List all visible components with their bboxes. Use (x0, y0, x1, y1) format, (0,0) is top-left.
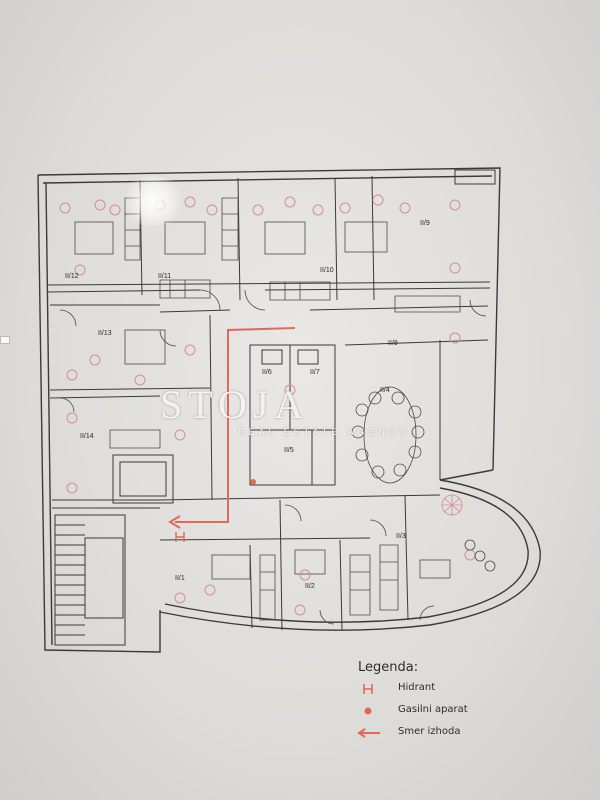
frame-hook (0, 336, 10, 344)
room-label: II/5 (284, 447, 294, 454)
room-label: II/9 (420, 220, 430, 227)
outer-walls (37, 167, 541, 653)
light-glare (118, 176, 188, 226)
room-label: II/2 (305, 583, 315, 590)
room-label: II/11 (158, 273, 171, 280)
legend-title: Legenda: (358, 660, 419, 675)
room-label: II/7 (310, 369, 320, 376)
extinguisher-icon (364, 707, 372, 715)
legend-label: Hidrant (398, 682, 436, 693)
legend-label: Smer izhoda (398, 726, 461, 737)
exit-route (168, 327, 296, 529)
watermark-logo: STOJA (160, 382, 310, 427)
fire-extinguisher-marker (250, 479, 256, 485)
hydrant-marker (175, 532, 185, 542)
plant (441, 494, 463, 516)
watermark-subtitle: REAL ESTATE AGENCY (238, 427, 410, 437)
legend-label: Gasilni aparat (398, 704, 468, 715)
room-label: II/1 (175, 575, 185, 582)
room-label: II/4 (380, 387, 390, 394)
room-label: II/8 (388, 340, 398, 347)
room-label: II/3 (396, 533, 406, 540)
chairs (59, 194, 476, 616)
room-label: II/12 (65, 273, 79, 280)
legend: Legenda: Hidrant Gasilni aparat Smer izh… (350, 660, 510, 750)
hydrant-icon (363, 684, 373, 694)
watermark: STOJA REAL ESTATE AGENCY (160, 375, 450, 445)
room-label: II/14 (80, 433, 94, 440)
exit-arrow-icon (357, 728, 380, 738)
room-labels: II/12 II/11 II/10 II/9 II/13 II/8 II/14 … (65, 220, 430, 590)
doors (59, 289, 487, 625)
room-label: II/6 (262, 369, 272, 376)
interior-walls (46, 169, 496, 646)
room-label: II/10 (320, 267, 334, 274)
room-label: II/13 (98, 330, 112, 337)
conference-chairs (351, 391, 496, 572)
